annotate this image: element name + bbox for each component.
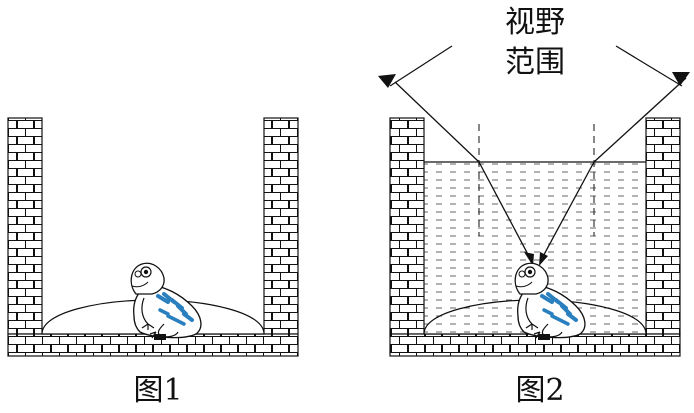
- view-range-label-line1: 视野: [505, 5, 565, 40]
- label-pointer-right: [615, 45, 683, 87]
- figure-2: 视野 范围 图2: [378, 5, 690, 408]
- label-pointer-left: [389, 45, 453, 87]
- arrowhead-icon: [524, 252, 534, 266]
- ray-left-water: [478, 161, 533, 263]
- figure-1-caption: 图1: [133, 373, 182, 408]
- ray-right-water: [539, 161, 595, 263]
- arrowhead-icon: [539, 252, 548, 266]
- ray-left-air: [394, 81, 480, 163]
- left-wall-fig1: [7, 117, 43, 335]
- bottom-wall-fig2: [389, 333, 681, 357]
- figure-2-caption: 图2: [515, 373, 564, 408]
- ray-right-air: [593, 77, 687, 163]
- figure-1: 图1: [7, 117, 299, 408]
- right-wall-fig2: [645, 117, 681, 335]
- light-rays: [394, 77, 687, 263]
- right-wall-fig1: [263, 117, 299, 335]
- view-range-label-line2: 范围: [505, 45, 565, 80]
- left-wall-fig2: [389, 117, 425, 335]
- arrowhead-icon: [378, 74, 396, 88]
- arrowhead-icon: [672, 72, 690, 86]
